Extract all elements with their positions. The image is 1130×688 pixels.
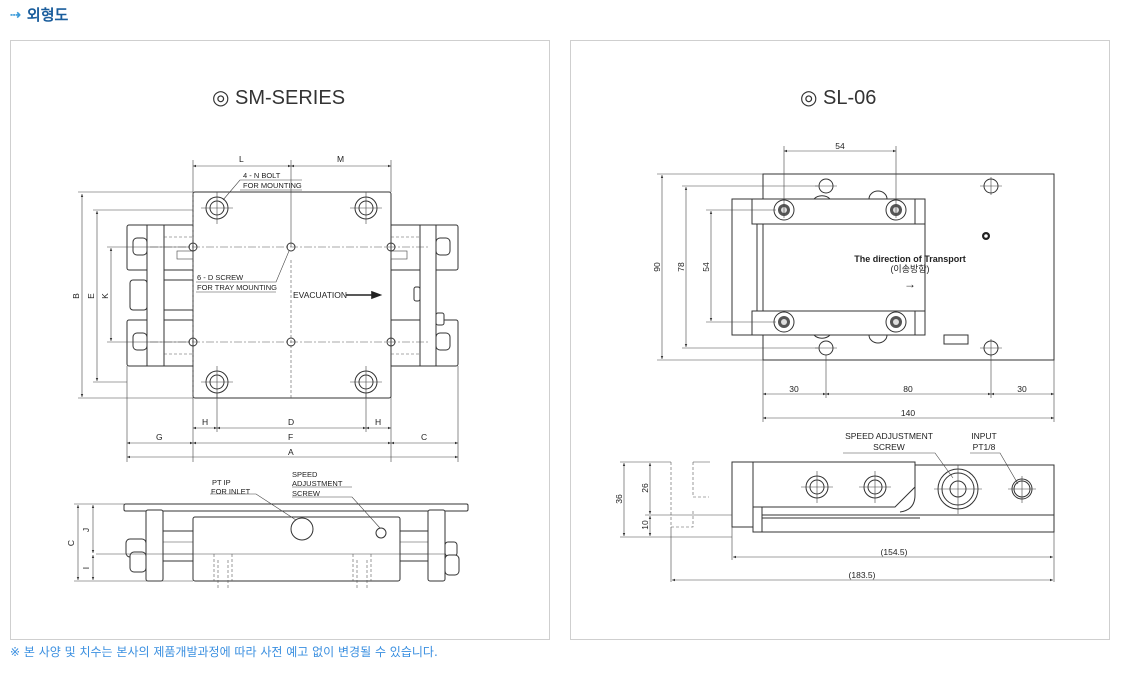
dim-154-5: (154.5) (881, 547, 908, 557)
dim-l: L (239, 154, 244, 164)
dim-d: D (288, 417, 294, 427)
dim-30-left: 30 (789, 384, 799, 394)
dim-f: F (288, 432, 293, 442)
cap-screw-side-icon (801, 471, 891, 503)
mounting-hole-icon (815, 177, 1002, 357)
speed-label-2: ADJUSTMENT (292, 479, 343, 488)
bolt-label: 4 - N BOLT (243, 171, 281, 180)
dim-54-vertical: 54 (701, 262, 711, 272)
dim-m: M (337, 154, 344, 164)
speed-label-3: SCREW (292, 489, 321, 498)
screw-label-sub: FOR TRAY MOUNTING (197, 283, 277, 292)
transport-direction-label: The direction of Transport (854, 254, 966, 264)
speed-adjustment-label-sub: SCREW (873, 442, 905, 452)
nut-icon (132, 237, 451, 351)
dim-26: 26 (640, 483, 650, 493)
section-header: ⇢ 외형도 (10, 4, 68, 25)
speed-adjustment-label: SPEED ADJUSTMENT (845, 431, 933, 441)
screw-label: 6 - D SCREW (197, 273, 244, 282)
dim-h-right: H (375, 417, 381, 427)
transport-arrow-icon: → (904, 277, 916, 291)
dim-140: 140 (901, 408, 915, 418)
input-label: INPUT (971, 431, 997, 441)
speed-adjustment-screw-icon (934, 465, 982, 514)
input-label-sub: PT1/8 (973, 442, 996, 452)
disclaimer-note: ※ 본 사양 및 치수는 본사의 제품개발과정에 따라 사전 예고 없이 변경될… (10, 645, 438, 659)
sl-side-view: SPEED ADJUSTMENT SCREW INPUT PT1/8 36 26… (614, 431, 1055, 582)
dim-30-right: 30 (1017, 384, 1027, 394)
evacuation-arrow-icon (346, 290, 383, 300)
dim-e: E (86, 293, 96, 299)
dim-183-5: (183.5) (849, 570, 876, 580)
bolt-label-sub: FOR MOUNTING (243, 181, 302, 190)
dim-side-c: C (66, 540, 76, 546)
inlet-label: PT IP (212, 478, 231, 487)
dim-36: 36 (614, 494, 624, 504)
dim-i: I (81, 567, 91, 569)
dim-b: B (71, 293, 81, 299)
sl-06-title: ◎ SL-06 (800, 87, 876, 109)
dotted-arrow-icon: ⇢ (10, 6, 21, 22)
evacuation-label: EVACUATION (293, 290, 347, 300)
dim-78: 78 (676, 262, 686, 272)
sl-06-panel: ◎ SL-06 The direction of Transport (이송방향… (570, 40, 1110, 640)
sm-series-title: ◎ SM-SERIES (212, 87, 345, 109)
dim-a: A (288, 447, 294, 457)
dim-k: K (100, 293, 110, 299)
dim-j: J (81, 528, 91, 532)
dim-h-left: H (202, 417, 208, 427)
inlet-label-sub: FOR INLET (211, 487, 251, 496)
sm-top-view: L M H D H G F C A B E K 4 - N BOLT FOR M… (71, 154, 459, 462)
sl-top-view: The direction of Transport (이송방향) → 54 9… (652, 141, 1055, 422)
mounting-bolt-icon (201, 192, 382, 398)
speed-screw-icon (375, 527, 387, 539)
sm-series-panel: ◎ SM-SERIES L M (10, 40, 550, 640)
transport-direction-label-ko: (이송방향) (890, 263, 929, 274)
dim-54-top: 54 (835, 141, 845, 151)
dim-g: G (156, 432, 163, 442)
dim-c: C (421, 432, 427, 442)
sm-series-drawing: ◎ SM-SERIES L M (66, 87, 469, 590)
sl-06-drawing: ◎ SL-06 The direction of Transport (이송방향… (614, 87, 1055, 582)
sm-side-view: PT IP FOR INLET SPEED ADJUSTMENT SCREW C… (66, 470, 469, 590)
tray-screw-icon (188, 242, 396, 347)
input-port-icon (1008, 476, 1036, 503)
dim-90: 90 (652, 262, 662, 272)
dim-10: 10 (640, 520, 650, 530)
inlet-port-icon (290, 517, 314, 541)
speed-label: SPEED (292, 470, 318, 479)
dim-80: 80 (903, 384, 913, 394)
section-title: 외형도 (26, 6, 69, 24)
